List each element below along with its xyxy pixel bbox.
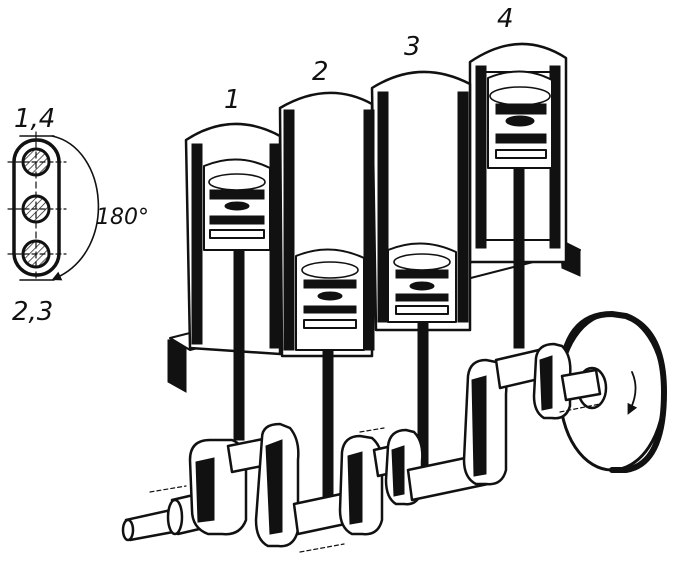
firing-pair-top-label: 1,4: [14, 104, 55, 134]
crank-angle-label: 180°: [96, 205, 149, 230]
cylinder-2: [278, 91, 375, 501]
cylinder-4: [468, 42, 568, 349]
journal-top: [21, 147, 51, 177]
cylinder-3: [370, 70, 472, 473]
journal-middle: [21, 194, 51, 224]
cylinder-label-1: 1: [224, 85, 241, 115]
connecting-rod-1: [233, 249, 245, 441]
cylinder-label-4: 4: [497, 4, 514, 34]
cylinder-label-2: 2: [312, 57, 329, 87]
rear-shaft: [560, 368, 602, 402]
piston-4: [487, 70, 553, 169]
piston-1: [203, 158, 271, 251]
connecting-rod-4: [513, 167, 525, 349]
flywheel-rotation-arrow: [627, 371, 638, 415]
piston-3: [387, 242, 457, 323]
connecting-rod-2: [322, 349, 334, 501]
journal-bottom: [21, 239, 51, 269]
rotation-arc-arrow: [51, 135, 100, 281]
crankshaft: [121, 342, 602, 553]
piston-2: [295, 248, 365, 351]
cylinder-1: [184, 122, 282, 441]
cylinder-label-3: 3: [404, 32, 421, 62]
crank-throw-schematic: 1,4 2,3 180°: [7, 104, 149, 327]
firing-pair-bottom-label: 2,3: [12, 297, 53, 327]
